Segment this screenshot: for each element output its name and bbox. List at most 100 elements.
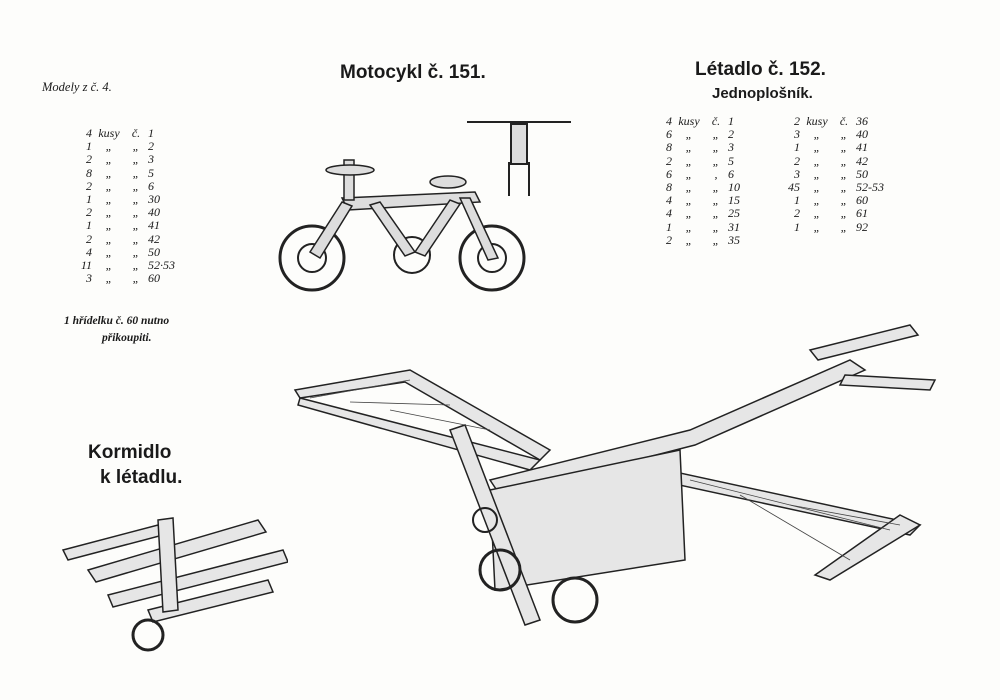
part-quantity: 2 [86, 205, 92, 220]
part-number-prefix: „ [132, 191, 140, 206]
part-row: 2„„3 [72, 153, 188, 166]
part-row: 4„„15 [652, 193, 768, 208]
part-unit: „ [105, 271, 113, 286]
part-quantity: 1 [794, 193, 800, 208]
part-unit: „ [813, 153, 821, 168]
part-number: 1 [728, 114, 734, 128]
part-number-prefix: „ [840, 153, 848, 168]
part-quantity: 8 [86, 165, 92, 180]
part-row: 6„,6 [652, 166, 768, 181]
part-row: 11„„52·53 [72, 257, 188, 272]
part-number-prefix: „ [132, 178, 140, 193]
part-unit: „ [105, 152, 113, 167]
part-number-prefix: „ [712, 206, 720, 221]
part-unit: „ [685, 140, 693, 155]
part-quantity: 3 [86, 271, 92, 286]
part-row: 4„„25 [652, 207, 768, 220]
part-number: 60 [148, 271, 160, 286]
part-number-prefix: „ [840, 219, 848, 234]
part-row: 2„„42 [72, 231, 188, 246]
part-unit: „ [105, 178, 113, 193]
part-number: 3 [148, 152, 154, 167]
part-number-prefix: „ [712, 193, 720, 208]
part-unit: „ [685, 206, 693, 221]
part-unit: „ [685, 153, 693, 168]
part-unit: „ [685, 193, 693, 208]
part-number-prefix: „ [132, 257, 140, 272]
motorcycle-note-line2: přikoupiti. [102, 332, 152, 344]
part-row: 1„„92 [780, 219, 896, 234]
part-quantity: 2 [86, 231, 92, 246]
part-unit: „ [105, 218, 113, 233]
part-number: 3 [728, 140, 734, 155]
rudder-illustration [61, 517, 288, 652]
part-quantity: 4 [86, 244, 92, 259]
part-number: 52·53 [148, 257, 175, 272]
part-unit: „ [105, 231, 113, 246]
part-number: 40 [856, 127, 868, 142]
part-number-prefix: „ [712, 140, 720, 155]
part-quantity: 1 [794, 219, 800, 234]
part-number: 41 [856, 140, 868, 155]
header-note: Modely z č. 4. [42, 80, 112, 94]
part-unit: kusy [806, 114, 828, 128]
part-number-prefix: „ [712, 179, 720, 194]
part-unit: kusy [678, 114, 700, 128]
part-row: 45„„52-53 [780, 179, 896, 194]
part-number-prefix: „ [132, 152, 140, 167]
part-unit: „ [813, 193, 821, 208]
part-quantity: 8 [666, 140, 672, 155]
part-number-prefix: „ [712, 219, 720, 234]
part-number-prefix: „ [840, 206, 848, 221]
part-quantity: 1 [794, 140, 800, 155]
part-row: 6„„2 [652, 127, 768, 142]
part-number-prefix: „ [712, 153, 720, 168]
part-number: 40 [148, 205, 160, 220]
part-row: 1„„41 [780, 141, 896, 154]
airplane-illustration [293, 324, 937, 626]
part-unit: „ [813, 127, 821, 142]
part-row: 8 „ „ 3 [652, 141, 768, 154]
part-unit: kusy [98, 126, 120, 140]
part-number: 41 [148, 218, 160, 233]
part-unit: „ [685, 127, 693, 142]
part-number: 52-53 [856, 179, 884, 194]
part-unit: „ [685, 179, 693, 194]
part-quantity: 1 [86, 191, 92, 206]
part-number-prefix: č. [711, 114, 721, 128]
part-number: 2 [148, 139, 154, 154]
part-number: 36 [856, 114, 868, 128]
part-unit: „ [813, 140, 821, 155]
part-unit: „ [105, 257, 113, 272]
part-number: 30 [148, 191, 160, 206]
part-number-prefix: „ [712, 127, 720, 142]
part-number-prefix: „ [840, 127, 848, 142]
part-row: 2„„35 [652, 232, 768, 247]
part-number: 92 [856, 219, 868, 234]
part-row: 3„„60 [72, 271, 188, 286]
part-number-prefix: „ [132, 165, 140, 180]
part-number: 10 [728, 179, 740, 194]
handlebar-detail-illustration [467, 121, 571, 196]
part-quantity: 8 [666, 179, 672, 194]
part-row: 1„„41 [72, 219, 188, 232]
part-row: 2„„40 [72, 205, 188, 220]
airplane-subtitle: Jednoplošník. [712, 85, 813, 102]
part-number: 6 [728, 166, 734, 181]
part-number-prefix: „ [712, 232, 720, 247]
part-number-prefix: č. [839, 114, 849, 128]
part-unit: „ [105, 244, 113, 259]
part-unit: „ [685, 166, 693, 181]
part-number: 5 [148, 165, 154, 180]
part-row: 1„„30 [72, 191, 188, 206]
part-row: 2„„5 [652, 153, 768, 168]
part-unit: „ [105, 165, 113, 180]
part-number: 60 [856, 193, 868, 208]
part-number: 50 [148, 244, 160, 259]
part-row: 2„„61 [780, 207, 896, 220]
